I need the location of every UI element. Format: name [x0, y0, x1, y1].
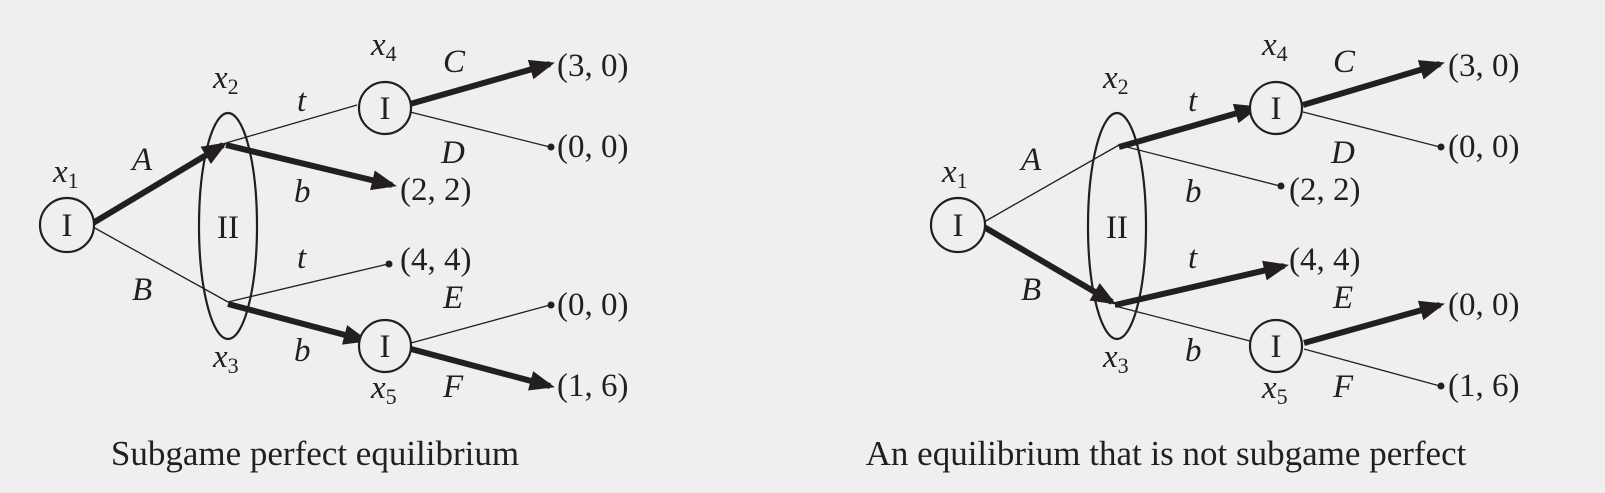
subgame-perfect-tree: II I I I x1 x2 x3 x4 x5 A B t b t b C D … [38, 27, 628, 473]
edge-t-lower [227, 263, 389, 303]
edge-A [983, 144, 1120, 223]
player-two-label: II [217, 210, 239, 246]
terminal-dot [1277, 182, 1285, 190]
action-F-label: F [1332, 369, 1354, 405]
node-x1-name: x1 [52, 154, 79, 193]
edge-D [1302, 111, 1441, 148]
edge-C [1302, 60, 1445, 108]
action-t-upper-label: t [297, 83, 307, 119]
node-x2-name: x2 [212, 60, 239, 99]
edge-t-lower [1114, 260, 1289, 308]
payoff-F: (1, 6) [1448, 368, 1519, 404]
node-x4 [1248, 80, 1304, 136]
node-x4-player: I [380, 91, 391, 127]
node-x4-name: x4 [370, 27, 397, 66]
node-x1 [38, 196, 96, 254]
action-t-lower-label: t [1188, 240, 1198, 276]
payoff-b-upper: (2, 2) [400, 172, 471, 208]
node-x3-name: x3 [212, 339, 239, 378]
node-x5-name: x5 [1261, 370, 1288, 409]
non-subgame-perfect-tree: II I I I x1 x2 x3 x4 x5 A B t b t b C D … [866, 27, 1520, 473]
node-x3-name: x3 [1102, 339, 1129, 378]
edge-b-lower [1114, 305, 1251, 342]
edge-b-lower [227, 301, 369, 345]
payoff-t-lower: (4, 4) [400, 242, 471, 278]
caption-right: An equilibrium that is not subgame perfe… [866, 434, 1467, 473]
caption-left: Subgame perfect equilibrium [111, 434, 519, 473]
edge-E [410, 304, 551, 344]
node-x2-name: x2 [1102, 60, 1129, 99]
payoff-E: (0, 0) [1448, 287, 1519, 323]
payoff-b-upper: (2, 2) [1289, 172, 1360, 208]
edge-b-upper [225, 142, 397, 191]
node-x1-player: I [62, 208, 73, 244]
action-b-upper-label: b [294, 174, 311, 210]
edge-B [982, 224, 1117, 305]
edge-t-upper [1118, 103, 1260, 150]
action-C-label: C [443, 44, 466, 80]
payoff-C: (3, 0) [1448, 48, 1519, 84]
terminal-dot [547, 143, 555, 151]
edge-E [1303, 300, 1445, 346]
action-b-lower-label: b [294, 333, 311, 369]
action-E-label: E [442, 280, 463, 316]
action-A-label: A [130, 142, 153, 178]
edge-b-upper [1118, 144, 1281, 187]
node-x4 [357, 80, 413, 136]
edge-C [409, 59, 555, 107]
information-set-ellipse [1086, 111, 1148, 341]
node-x4-player: I [1271, 91, 1282, 127]
node-x4-name: x4 [1261, 27, 1288, 66]
node-x5-player: I [380, 329, 391, 365]
action-F-label: F [442, 369, 464, 405]
edge-D [409, 111, 551, 148]
action-D-label: D [440, 135, 465, 171]
node-x5 [357, 318, 413, 374]
node-x5-name: x5 [370, 370, 397, 409]
payoff-F: (1, 6) [557, 368, 628, 404]
terminal-dot [547, 301, 555, 309]
node-x1-name: x1 [941, 154, 968, 193]
node-x1 [929, 196, 987, 254]
action-A-label: A [1019, 142, 1042, 178]
action-t-upper-label: t [1188, 83, 1198, 119]
terminal-dot [1437, 382, 1445, 390]
edge-F [1303, 348, 1441, 387]
action-t-lower-label: t [297, 240, 307, 276]
node-x5 [1248, 318, 1304, 374]
action-b-upper-label: b [1185, 174, 1202, 210]
payoff-C: (3, 0) [557, 48, 628, 84]
action-C-label: C [1333, 44, 1356, 80]
information-set-ellipse [197, 111, 259, 341]
node-x5-player: I [1271, 329, 1282, 365]
payoff-t-lower: (4, 4) [1289, 242, 1360, 278]
node-x1-player: I [953, 208, 964, 244]
action-D-label: D [1330, 135, 1355, 171]
edge-F [410, 346, 555, 391]
action-B-label: B [1021, 272, 1041, 308]
action-b-lower-label: b [1185, 333, 1202, 369]
payoff-D: (0, 0) [557, 129, 628, 165]
terminal-dot [385, 260, 393, 268]
player-two-label: II [1106, 210, 1128, 246]
edge-B [92, 226, 229, 303]
action-B-label: B [132, 272, 152, 308]
terminal-dot [1437, 143, 1445, 151]
edge-A [91, 142, 228, 226]
payoff-E: (0, 0) [557, 287, 628, 323]
payoff-D: (0, 0) [1448, 129, 1519, 165]
edge-t-upper [225, 104, 358, 144]
action-E-label: E [1332, 280, 1353, 316]
